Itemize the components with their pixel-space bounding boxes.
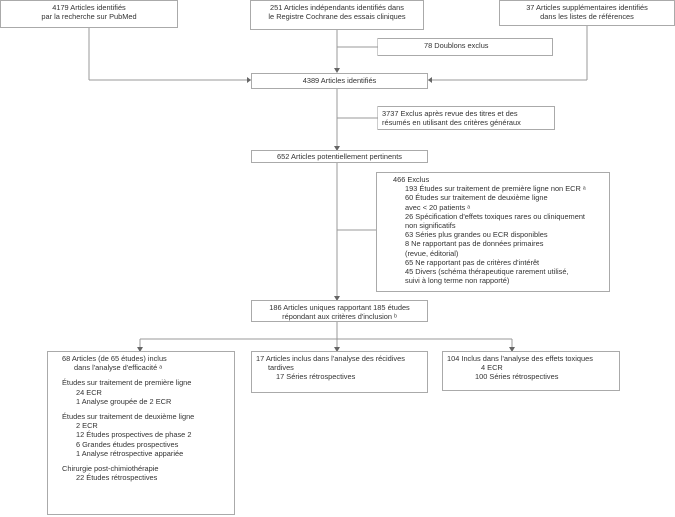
potentially-relevant-text: 652 Articles potentiellement pertinents (277, 152, 402, 161)
identified-text: 4389 Articles identifiés (302, 76, 377, 85)
first-line-item: 1 Analyse groupée de 2 ECR (76, 396, 172, 406)
excluded-detail-box: 466 Exclus 193 Études sur traitement de … (376, 172, 610, 292)
second-line-header: Études sur traitement de deuxième ligne (62, 412, 195, 422)
excluded-detail-item: suivi à long terme non rapporté) (405, 276, 510, 286)
second-line-item: 1 Analyse rétrospective appariée (76, 448, 184, 458)
identified-box: 4389 Articles identifiés (251, 73, 428, 89)
first-line-item: 24 ECR (76, 387, 102, 397)
excluded-detail-item: 8 Ne rapportant pas de données primaires (405, 239, 544, 249)
excluded-detail-item: 26 Spécification d'effets toxiques rares… (405, 211, 585, 221)
source-cochrane-line-2: le Registre Cochrane des essais clinique… (268, 12, 406, 22)
second-line-item: 12 Études prospectives de phase 2 (76, 430, 192, 440)
source-references-line-1: 37 Articles supplémentaires identifiés (526, 3, 648, 12)
efficacy-title-line-1: 68 Articles (de 65 études) inclus (62, 354, 167, 363)
efficacy-title-line-2: dans l'analyse d'efficacité ᵃ (74, 363, 163, 373)
efficacy-box: 68 Articles (de 65 études) inclus dans l… (47, 351, 235, 515)
potentially-relevant-box: 652 Articles potentiellement pertinents (251, 150, 428, 163)
excluded-detail-item: 63 Séries plus grandes ou ECR disponible… (405, 230, 548, 240)
excluded-detail-item: 193 Études sur traitement de première li… (405, 184, 586, 194)
toxicity-item: 4 ECR (481, 363, 503, 373)
surgery-header: Chirurgie post-chimiothérapie (62, 464, 159, 474)
relapse-item: 17 Séries rétrospectives (276, 372, 356, 382)
source-references-line-2: dans les listes de références (540, 12, 634, 22)
source-pubmed-line-1: 4179 Articles identifiés (52, 3, 126, 12)
unique-articles-line-2: répondant aux critères d'inclusion ᵇ (282, 312, 397, 322)
unique-articles-box: 186 Articles uniques rapportant 185 étud… (251, 300, 428, 322)
excluded-detail-item: non significatifs (405, 221, 456, 231)
excluded-screening-box: 3737 Exclus après revue des titres et de… (378, 106, 555, 130)
excluded-detail-item: 45 Divers (schéma thérapeutique rarement… (405, 267, 569, 277)
source-cochrane-box: 251 Articles indépendants identifiés dan… (250, 0, 424, 30)
second-line-item: 2 ECR (76, 421, 98, 431)
source-cochrane-line-1: 251 Articles indépendants identifiés dan… (270, 3, 404, 12)
excluded-detail-item: 65 Ne rapportant pas de critères d'intér… (405, 257, 540, 267)
excluded-detail-item: (revue, éditorial) (405, 248, 459, 258)
source-pubmed-box: 4179 Articles identifiés par la recherch… (0, 0, 178, 28)
toxicity-item: 100 Séries rétrospectives (475, 372, 559, 382)
excluded-detail-item: avec < 20 patients ᵃ (405, 202, 470, 212)
excluded-detail-title: 466 Exclus (393, 175, 430, 184)
second-line-item: 6 Grandes études prospectives (76, 439, 179, 449)
toxicity-box: 104 Inclus dans l'analyse des effets tox… (442, 351, 620, 391)
excluded-screening-line-1: 3737 Exclus après revue des titres et de… (382, 109, 518, 118)
excluded-duplicates-text: 78 Doublons exclus (424, 41, 489, 50)
relapse-title-line-2: tardives (268, 363, 294, 373)
relapse-box: 17 Articles inclus dans l'analyse des ré… (251, 351, 428, 393)
excluded-detail-item: 60 Études sur traitement de deuxième lig… (405, 193, 548, 203)
first-line-header: Études sur traitement de première ligne (62, 378, 192, 388)
unique-articles-line-1: 186 Articles uniques rapportant 185 étud… (269, 303, 410, 312)
source-pubmed-line-2: par la recherche sur PubMed (41, 12, 137, 22)
surgery-item: 22 Études rétrospectives (76, 473, 158, 483)
toxicity-title: 104 Inclus dans l'analyse des effets tox… (447, 354, 593, 363)
relapse-title-line-1: 17 Articles inclus dans l'analyse des ré… (256, 354, 405, 363)
source-references-box: 37 Articles supplémentaires identifiés d… (499, 0, 675, 26)
excluded-screening-line-2: résumés en utilisant des critères généra… (382, 118, 521, 128)
excluded-duplicates-box: 78 Doublons exclus (378, 38, 553, 56)
